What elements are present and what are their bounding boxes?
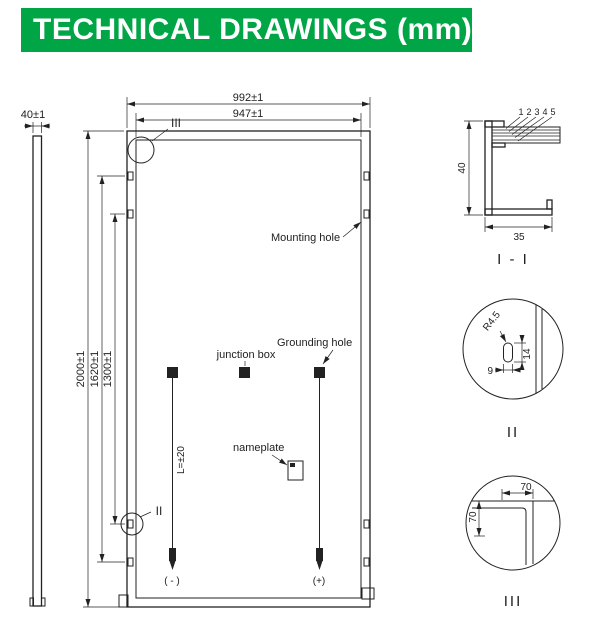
layer-number-5: 5 (550, 107, 555, 117)
frame-flange-upturn (546, 199, 553, 210)
detail-circle-corner (127, 136, 155, 164)
layer-leader (511, 116, 537, 135)
layer-leader (514, 116, 545, 138)
slot-radius-dim: R4.5 (481, 309, 503, 333)
detail-ii-circle (462, 298, 564, 400)
positive-lead-label: (+) (313, 576, 326, 587)
panel-rear-view: 992±1 947±1 2000±1 1620±1 1300±1 III II (75, 92, 375, 608)
negative-lead-label: ( - ) (164, 576, 180, 587)
leader-line (151, 128, 169, 142)
mounting-slot (503, 342, 513, 363)
nameplate-mark (290, 463, 295, 467)
mounting-hole-mark (363, 171, 370, 181)
inner-width-dim: 947±1 (233, 108, 264, 120)
junction-box-label: junction box (216, 349, 276, 361)
detail-circle-hole (120, 512, 144, 536)
mounting-hole-label: Mounting hole (271, 232, 340, 244)
panel-edge-outline (32, 135, 43, 607)
mounting-hole-mark (363, 557, 370, 567)
frame-web (484, 120, 493, 216)
overall-height-dim: 2000±1 (75, 351, 87, 388)
mounting-hole-mark (363, 519, 370, 529)
page-title: TECHNICAL DRAWINGS (mm) (33, 13, 473, 46)
mounting-hole-mark (363, 209, 370, 219)
corner-side-dim: 70 (468, 511, 479, 523)
detail-marker-corner: III (171, 116, 181, 130)
layer-number-3: 3 (534, 107, 539, 117)
layer-number-2: 2 (526, 107, 531, 117)
nameplate-label: nameplate (233, 442, 284, 454)
junction-box-center (239, 367, 250, 378)
detail-section-i: 1 2 3 4 5 40 35 I - I (457, 107, 561, 268)
mounting-hole-mark (127, 171, 134, 181)
overall-width-dim: 992±1 (233, 92, 264, 104)
frame-height-dim: 40 (457, 162, 468, 174)
frame-bottom-lip (491, 142, 506, 148)
positive-connector (316, 548, 323, 561)
negative-connector (169, 548, 176, 561)
junction-box-right (314, 367, 325, 378)
panel-outer-frame (126, 130, 371, 608)
grounding-hole-label: Grounding hole (277, 337, 352, 349)
layer-number-4: 4 (542, 107, 547, 117)
panel-inner-frame (135, 139, 362, 599)
detail-mounting-hole: R4.5 9 14 II (462, 298, 564, 441)
negative-connector-tip (169, 561, 176, 570)
slot-length-dim: 14 (522, 348, 533, 360)
detail-iii-circle (465, 475, 561, 571)
hole-span-inner-dim: 1300±1 (102, 351, 114, 388)
leader-line-grounding-hole (322, 349, 334, 365)
layer-leader (505, 116, 521, 129)
corner-drain-detail (361, 587, 375, 600)
mounting-hole-mark (127, 557, 134, 567)
layer-leader (508, 116, 529, 132)
title-banner: TECHNICAL DRAWINGS (mm) (21, 8, 472, 52)
frame-top-lip (484, 120, 505, 128)
corner-top-dim: 70 (520, 482, 532, 493)
panel-side-view: 40±1 (21, 109, 50, 607)
frame-width-dim: 35 (513, 232, 525, 243)
hole-span-outer-dim: 1620±1 (89, 351, 101, 388)
layer-number-1: 1 (518, 107, 523, 117)
frame-foot-right (41, 597, 46, 607)
junction-box-left (167, 367, 178, 378)
slot-width-dim: 9 (487, 366, 493, 377)
side-thickness-dim: 40±1 (21, 109, 45, 121)
frame-foot-left (29, 597, 34, 607)
detail-frame-corner: 70 70 III (465, 475, 561, 610)
cable-length-dim: L=±20 (176, 446, 187, 474)
detail-ii-label: II (507, 424, 519, 441)
nameplate-outline (287, 460, 304, 481)
mounting-hole-mark (127, 519, 134, 529)
frame-bottom-flange (484, 208, 553, 216)
positive-connector-tip (316, 561, 323, 570)
mounting-hole-mark (127, 209, 134, 219)
detail-iii-label: III (504, 593, 523, 610)
leader-line-nameplate (271, 454, 288, 466)
detail-marker-hole: II (156, 504, 163, 518)
corner-inner-edge (472, 507, 527, 565)
leader-line-radius (499, 330, 507, 343)
leader-line (139, 511, 152, 518)
leader-line-mounting-hole (342, 221, 362, 238)
section-i-label: I - I (497, 251, 529, 268)
layer-leader (517, 116, 553, 142)
